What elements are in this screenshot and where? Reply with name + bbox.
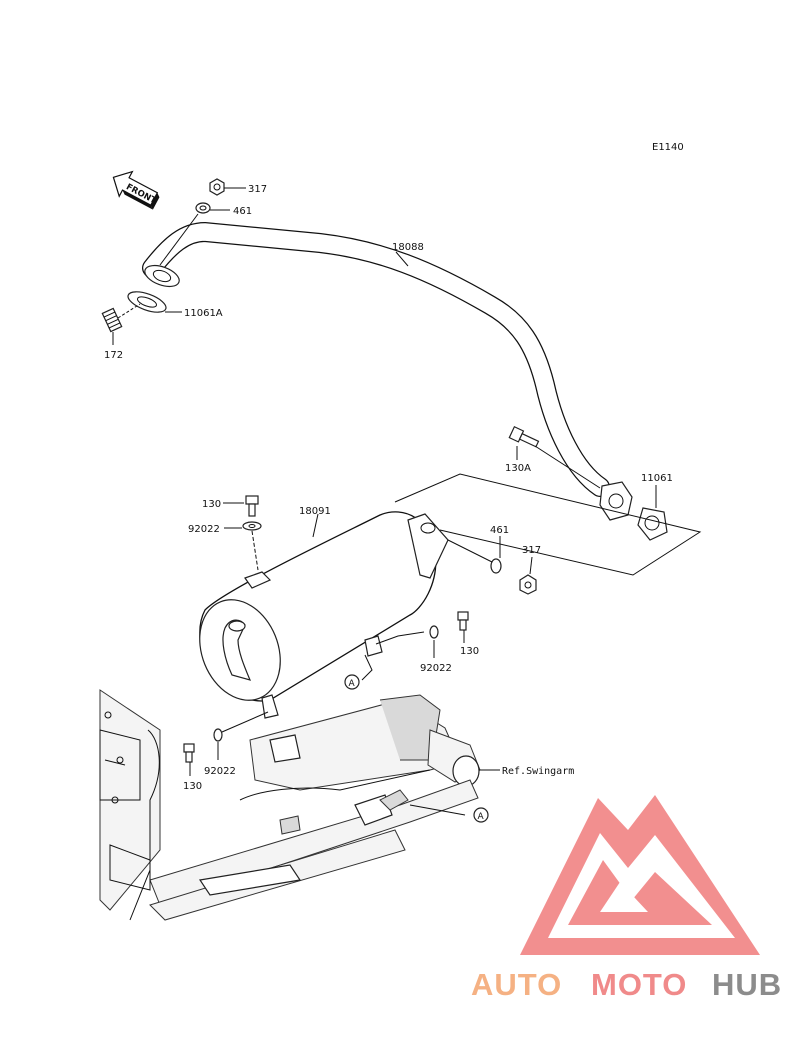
- callout-461-top: 461: [233, 206, 252, 217]
- washer-461-mid: 461: [447, 525, 509, 574]
- watermark-moto: MOTO: [591, 967, 687, 1002]
- callout-130-mid: 130: [460, 646, 479, 657]
- watermark-auto: AUTO: [471, 967, 562, 1002]
- bolt-130-mid: 130: [457, 611, 479, 657]
- callout-18088: 18088: [392, 242, 424, 253]
- callout-11061: 11061: [641, 473, 673, 484]
- callout-130-low: 130: [183, 781, 202, 792]
- gasket-11061: 11061: [637, 473, 673, 541]
- automotohub-wordmark: AUTO MOTO HUB: [471, 967, 782, 1002]
- muffler-18091: 18091: [199, 506, 449, 719]
- callout-130-top: 130: [202, 499, 221, 510]
- gasket-11061A: 11061A: [127, 291, 223, 319]
- callout-317-top: 317: [248, 184, 267, 195]
- washer-92022-low: 92022: [204, 711, 269, 777]
- diagram-code: E1140: [652, 142, 684, 153]
- callout-172: 172: [104, 350, 123, 361]
- callout-92022-top: 92022: [188, 524, 220, 535]
- callout-130A: 130A: [505, 463, 531, 474]
- frame-and-swingarm: Ref.Swingarm: [99, 689, 574, 921]
- callout-317-mid: 317: [522, 545, 541, 556]
- circle-a-lower: A: [473, 807, 489, 823]
- callout-92022-mid: 92022: [420, 663, 452, 674]
- automotohub-logo-icon: [520, 795, 760, 955]
- callout-461-mid: 461: [490, 525, 509, 536]
- callout-a-lower: A: [478, 812, 485, 822]
- circle-a-upper: A: [344, 654, 373, 690]
- nut-317-mid: 317: [519, 545, 541, 595]
- front-arrow-icon: FRONT: [112, 170, 160, 210]
- nut-317-top: 317: [209, 178, 267, 196]
- callout-18091: 18091: [299, 506, 331, 517]
- bolt-130-top: 130: [202, 495, 259, 517]
- ref-swingarm-label: Ref.Swingarm: [502, 766, 574, 777]
- exhaust-pipe-18088: 18088: [142, 221, 633, 521]
- callout-a-upper: A: [349, 679, 356, 689]
- washer-92022-mid: 92022: [375, 625, 452, 674]
- bolt-130A: 130A: [505, 425, 601, 489]
- watermark-hub: HUB: [712, 967, 782, 1002]
- washer-92022-top: 92022: [188, 521, 262, 571]
- bolt-130-low: 130: [183, 743, 202, 792]
- callout-92022-low: 92022: [204, 766, 236, 777]
- washer-461-top: 461: [195, 202, 252, 217]
- callout-11061A: 11061A: [184, 308, 223, 319]
- stud-172: 172: [101, 303, 141, 361]
